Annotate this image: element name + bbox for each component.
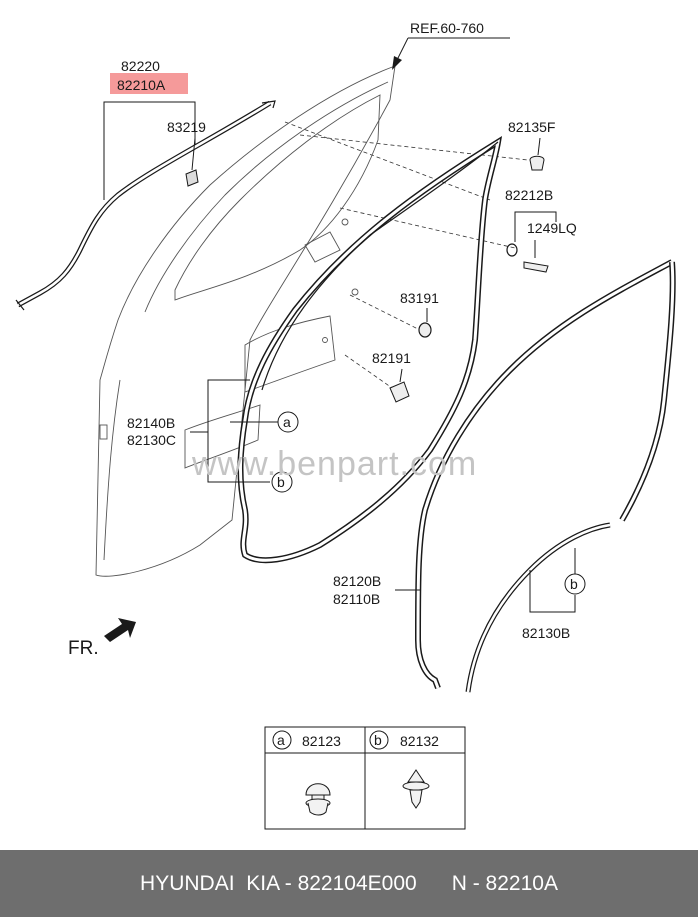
- door-outer-outline: [95, 65, 396, 577]
- watermark: www.benpart.com: [191, 445, 477, 483]
- part-label-82130C[interactable]: 82130C: [127, 432, 176, 448]
- bracket-82130B: [529, 570, 576, 613]
- leader-83219: [191, 137, 196, 171]
- dashed-line: [344, 354, 396, 391]
- leader-82191: [399, 368, 403, 383]
- front-direction: FR.: [68, 618, 136, 659]
- door-hole: [351, 288, 359, 296]
- door-inner-outline: [144, 81, 389, 313]
- lower-seal-strip: [465, 522, 611, 693]
- callout-label-b: b: [277, 474, 285, 490]
- part-label-82212B[interactable]: 82212B: [505, 187, 553, 203]
- legend-code-b: b: [374, 732, 382, 748]
- part-label-82191[interactable]: 82191: [372, 350, 411, 366]
- clip-82132-icon: [402, 769, 430, 809]
- part-label-82140B[interactable]: 82140B: [127, 415, 175, 431]
- footer-spacer: [417, 872, 452, 896]
- callout-label-b: b: [570, 576, 578, 592]
- door-hole: [341, 218, 349, 226]
- body-weatherstrip: [414, 259, 676, 690]
- door-hole: [322, 337, 328, 343]
- legend-table: a 82123 b 82132: [264, 726, 466, 830]
- part-label-83191[interactable]: 83191: [400, 290, 439, 306]
- callout-label-a: a: [283, 414, 291, 430]
- footer-bar: HYUNDAI KIA - 822104E000 N - 82210A: [0, 850, 698, 917]
- screw-1249LQ: [523, 261, 549, 273]
- legend-part-82132[interactable]: 82132: [400, 733, 439, 749]
- legend-callout-b: [369, 730, 389, 750]
- legend-callout-a: [272, 730, 292, 750]
- door-lower-panel: [184, 404, 261, 469]
- dashed-line: [299, 134, 529, 161]
- part-label-1249LQ[interactable]: 1249LQ: [527, 220, 577, 236]
- plug-83191: [418, 322, 432, 338]
- front-label: FR.: [68, 638, 99, 659]
- clip-83219: [185, 169, 199, 187]
- front-arrow-icon: [104, 618, 136, 642]
- belt-molding-strip: [15, 100, 276, 311]
- bumper-82191: [389, 381, 410, 403]
- dashed-line: [339, 207, 516, 249]
- clip-82123-icon: [305, 783, 331, 816]
- callout-circle-a[interactable]: [277, 411, 299, 433]
- leader-82135F: [537, 137, 541, 156]
- washer-82212B: [506, 243, 518, 257]
- leader-82210A: [103, 101, 196, 200]
- door-inner-panel: [244, 315, 336, 393]
- part-label-82220: 82220: [121, 58, 160, 74]
- part-label-82120B[interactable]: 82120B: [333, 573, 381, 589]
- dashed-line: [284, 121, 491, 201]
- door-seal-diagram: REF.60-760 82220 82210A 83219 82135F 822…: [15, 20, 676, 830]
- dashed-reference-lines: [284, 121, 529, 391]
- door-bracket: [304, 231, 341, 263]
- part-label-83219[interactable]: 83219: [167, 119, 206, 135]
- door-panel: [95, 65, 396, 577]
- reference-label: REF.60-760: [410, 20, 484, 36]
- dashed-line: [349, 294, 421, 331]
- footer-diagram-number: N - 82210A: [451, 871, 558, 895]
- part-label-82135F[interactable]: 82135F: [508, 119, 555, 135]
- part-label-82210A[interactable]: 82210A: [117, 77, 166, 93]
- grommet-82135F: [529, 155, 545, 171]
- bracket-82140B: [207, 379, 270, 483]
- part-label-82130B[interactable]: 82130B: [522, 625, 570, 641]
- reference-pointer: REF.60-760: [392, 20, 510, 70]
- door-window-frame: [174, 94, 381, 301]
- legend-part-82123[interactable]: 82123: [302, 733, 341, 749]
- legend-code-a: a: [277, 732, 285, 748]
- part-label-82110B[interactable]: 82110B: [333, 591, 380, 607]
- door-weatherstrip: [237, 135, 503, 564]
- part-highlight: [110, 73, 188, 94]
- door-latch: [99, 424, 108, 440]
- callout-circle-b[interactable]: [271, 471, 293, 493]
- leader-82212B: [514, 211, 557, 242]
- callout-circle-b[interactable]: [564, 573, 586, 595]
- footer-part-number: HYUNDAI KIA - 822104E000: [140, 871, 417, 895]
- reference-arrowhead: [392, 56, 402, 70]
- door-edge-line: [103, 379, 121, 561]
